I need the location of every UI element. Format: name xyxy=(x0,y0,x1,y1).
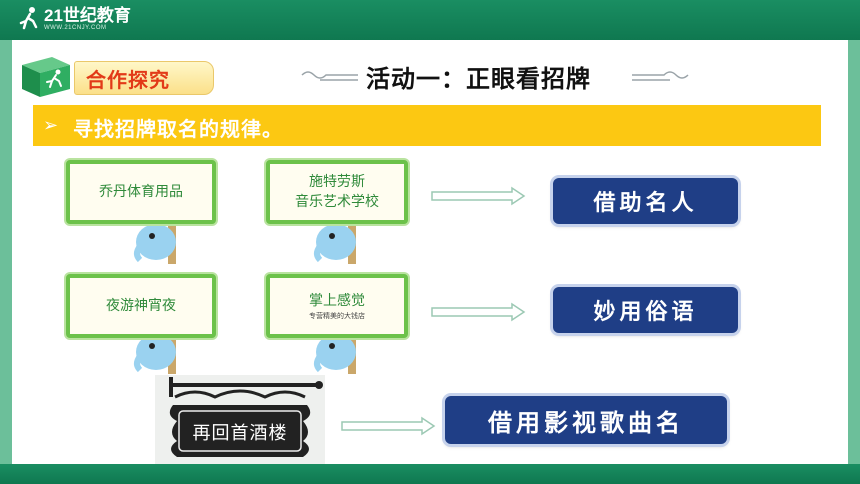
elephant-mascot-icon xyxy=(134,314,176,374)
category-film-song-titles[interactable]: 借用影视歌曲名 xyxy=(445,396,727,444)
category-proverbs[interactable]: 妙用俗语 xyxy=(553,287,738,333)
signboard-yeyoushen: 夜游神宵夜 xyxy=(62,272,222,376)
section-tag: 合作探究 xyxy=(18,51,214,99)
hanging-sign-text: 再回首酒楼 xyxy=(192,423,288,444)
sign-text: 掌上感觉 xyxy=(309,293,365,309)
logo-url: WWW.21CNJY.COM xyxy=(44,25,107,31)
elephant-mascot-icon xyxy=(134,204,176,264)
runner-logo-icon xyxy=(19,7,38,30)
signboard-panel: 乔丹体育用品 xyxy=(66,160,216,224)
double-arrow-icon xyxy=(341,416,436,436)
section-tag-background xyxy=(74,61,214,95)
left-border xyxy=(0,40,12,464)
activity-title-text: 活动一：正眼看招牌 xyxy=(366,65,591,93)
arrow-bullet-icon: ➢ xyxy=(43,115,59,136)
double-arrow-icon xyxy=(431,186,526,206)
instruction-text: 寻找招牌取名的规律。 xyxy=(73,117,283,141)
signboard-qiaodan: 乔丹体育用品 xyxy=(62,158,222,268)
signboard-strauss: 施特劳斯 音乐艺术学校 xyxy=(262,158,412,268)
cloud-swirl-left-icon xyxy=(301,71,358,81)
running-figure-cube-icon xyxy=(22,57,70,97)
site-logo[interactable]: 21世纪教育 WWW.21CNJY.COM xyxy=(18,6,131,32)
top-header-bar: 21世纪教育 WWW.21CNJY.COM xyxy=(0,0,860,40)
signboard-panel: 掌上感觉 专营精美的大钱店 xyxy=(266,274,408,338)
logo-text: 21世纪教育 xyxy=(44,6,131,25)
hanging-signboard-zaihuishou: 再回首酒楼 xyxy=(155,375,325,465)
signboard-panel: 夜游神宵夜 xyxy=(66,274,216,338)
double-arrow-icon xyxy=(431,302,526,322)
signboard-zhangshang: 掌上感觉 专营精美的大钱店 xyxy=(262,272,412,376)
sign-text-line1: 施特劳斯 xyxy=(309,174,365,190)
bottom-footer-bar xyxy=(0,464,860,484)
signboard-panel: 施特劳斯 音乐艺术学校 xyxy=(266,160,408,224)
sign-text: 乔丹体育用品 xyxy=(99,184,183,200)
ornate-hanging-sign-icon xyxy=(155,375,325,465)
elephant-mascot-icon xyxy=(314,204,356,264)
sign-subtext: 专营精美的大钱店 xyxy=(309,312,365,320)
elephant-mascot-icon xyxy=(314,314,356,374)
category-famous-people[interactable]: 借助名人 xyxy=(553,178,738,224)
sign-text-line2: 音乐艺术学校 xyxy=(295,194,379,210)
right-border xyxy=(848,40,860,464)
cloud-swirl-right-icon xyxy=(632,71,689,81)
activity-title: 活动一：正眼看招牌 xyxy=(300,57,700,97)
sign-text: 夜游神宵夜 xyxy=(106,298,176,314)
section-tag-label: 合作探究 xyxy=(86,68,170,92)
instruction-banner: ➢ 寻找招牌取名的规律。 xyxy=(33,105,821,146)
